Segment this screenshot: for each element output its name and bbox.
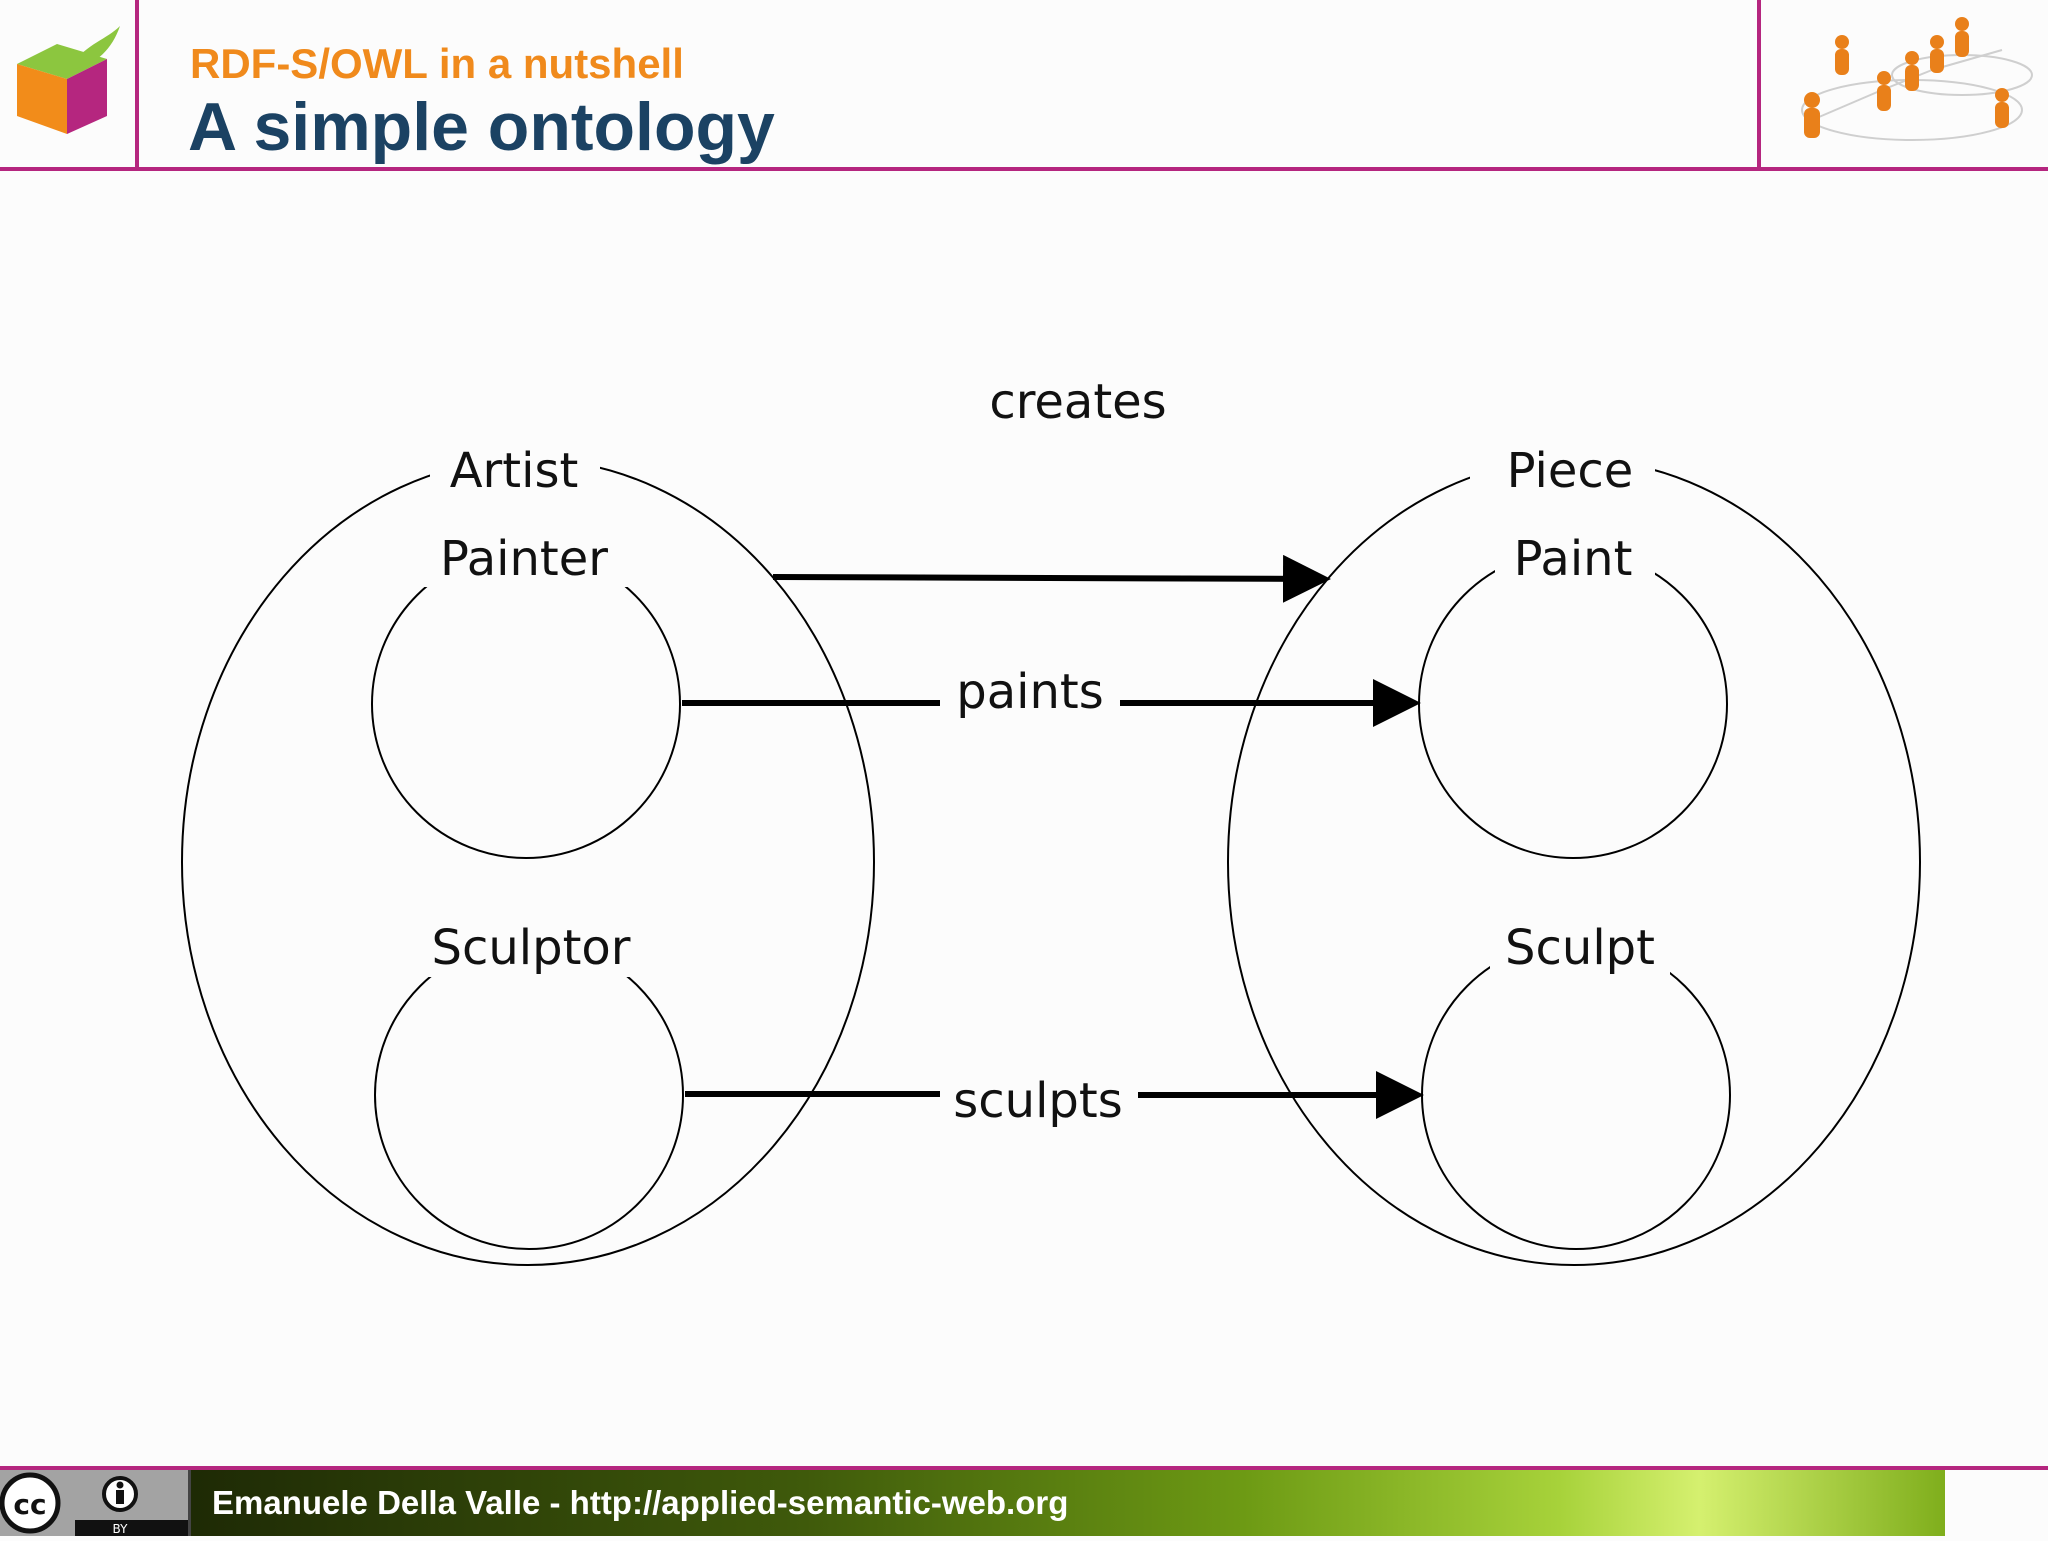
paints-label: paints xyxy=(956,664,1103,720)
paint-class-circle xyxy=(1418,549,1728,859)
sculptor-label: Sculptor xyxy=(431,920,630,976)
people-network-icon xyxy=(1801,17,2033,141)
creates-label: creates xyxy=(989,374,1166,430)
slide-title: A simple ontology xyxy=(188,89,775,165)
sculpt-class-circle xyxy=(1421,940,1731,1250)
header-divider-right xyxy=(1757,0,1761,170)
paint-label: Paint xyxy=(1514,531,1633,587)
artist-label: Artist xyxy=(450,443,579,499)
cc-by-icon: cc BY xyxy=(0,1470,188,1536)
cube-logo-icon xyxy=(17,26,120,134)
piece-label: Piece xyxy=(1507,443,1634,499)
sculpts-label: sculpts xyxy=(953,1073,1122,1129)
creates-arrow xyxy=(772,554,1331,603)
footer-rule xyxy=(0,1466,2048,1470)
slide-subtitle: RDF-S/OWL in a nutshell xyxy=(190,40,684,87)
header-divider-left xyxy=(135,0,139,170)
svg-text:cc: cc xyxy=(13,1488,46,1521)
sculpt-label: Sculpt xyxy=(1505,920,1655,976)
footer-credit: Emanuele Della Valle - http://applied-se… xyxy=(212,1484,1069,1521)
cc-license-badge[interactable]: cc BY xyxy=(0,1470,191,1536)
cc-by-label: BY xyxy=(113,1522,129,1536)
sculptor-class-circle xyxy=(374,940,684,1250)
painter-class-circle xyxy=(371,549,681,859)
footer-band xyxy=(191,1470,1945,1536)
header-rule xyxy=(0,167,2048,171)
ontology-diagram: Artist Piece Painter Paint Sculptor Scul… xyxy=(181,374,1921,1266)
painter-label: Painter xyxy=(440,531,608,587)
